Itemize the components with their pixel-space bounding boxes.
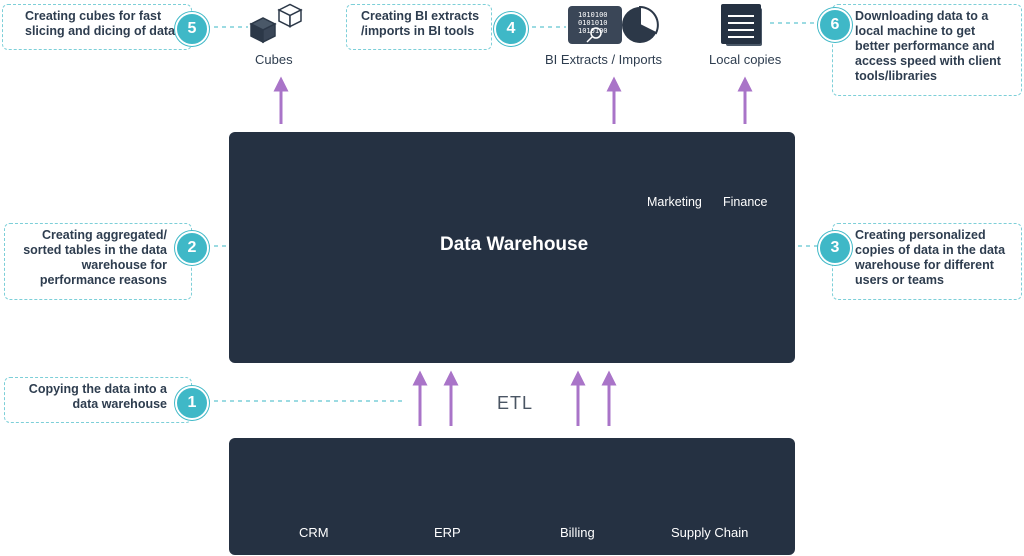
callout-5: Creating cubes for fast slicing and dici… <box>2 4 192 50</box>
bi-extracts-label: BI Extracts / Imports <box>545 52 663 67</box>
magnifier-icon <box>590 27 602 39</box>
badge-1: 1 <box>175 386 209 420</box>
source-label-crm: CRM <box>299 525 329 540</box>
bi-extract-icon <box>568 6 622 44</box>
svg-text:1010100: 1010100 <box>578 11 608 19</box>
svg-text:1010100: 1010100 <box>578 27 608 35</box>
callout-3: Creating personalized copies of data in … <box>832 223 1022 300</box>
etl-label: ETL <box>497 393 534 413</box>
callout-1: Copying the data into a data warehouse <box>4 377 192 423</box>
cubes-icon <box>249 17 277 44</box>
sources-panel <box>229 438 795 555</box>
cubes-label: Cubes <box>255 52 293 67</box>
callout-4-text: Creating BI extracts /imports in BI tool… <box>361 9 480 38</box>
marketing-label: Marketing <box>647 195 702 209</box>
callout-6-text: Downloading data to a local machine to g… <box>855 9 1001 83</box>
cube-icon-small <box>277 3 303 28</box>
local-copies-label: Local copies <box>709 52 782 67</box>
source-label-billing: Billing <box>560 525 595 540</box>
callout-1-text: Copying the data into a data warehouse <box>28 382 167 411</box>
warehouse-title: Data Warehouse <box>440 234 589 255</box>
badge-3: 3 <box>818 231 852 265</box>
source-label-erp: ERP <box>434 525 461 540</box>
data-warehouse-panel <box>229 132 795 363</box>
badge-6: 6 <box>818 8 852 42</box>
callout-4: Creating BI extracts /imports in BI tool… <box>346 4 492 50</box>
callout-3-text: Creating personalized copies of data in … <box>855 228 1006 287</box>
badge-4: 4 <box>494 12 528 46</box>
callout-5-text: Creating cubes for fast slicing and dici… <box>25 9 176 38</box>
svg-text:0101010: 0101010 <box>578 19 608 27</box>
badge-2: 2 <box>175 231 209 265</box>
finance-label: Finance <box>723 195 768 209</box>
source-label-supply-chain: Supply Chain <box>671 525 749 540</box>
callout-6: Downloading data to a local machine to g… <box>832 4 1022 96</box>
callout-2: Creating aggregated/ sorted tables in th… <box>4 223 192 300</box>
callout-2-text: Creating aggregated/ sorted tables in th… <box>23 228 167 287</box>
badge-5: 5 <box>175 12 209 46</box>
